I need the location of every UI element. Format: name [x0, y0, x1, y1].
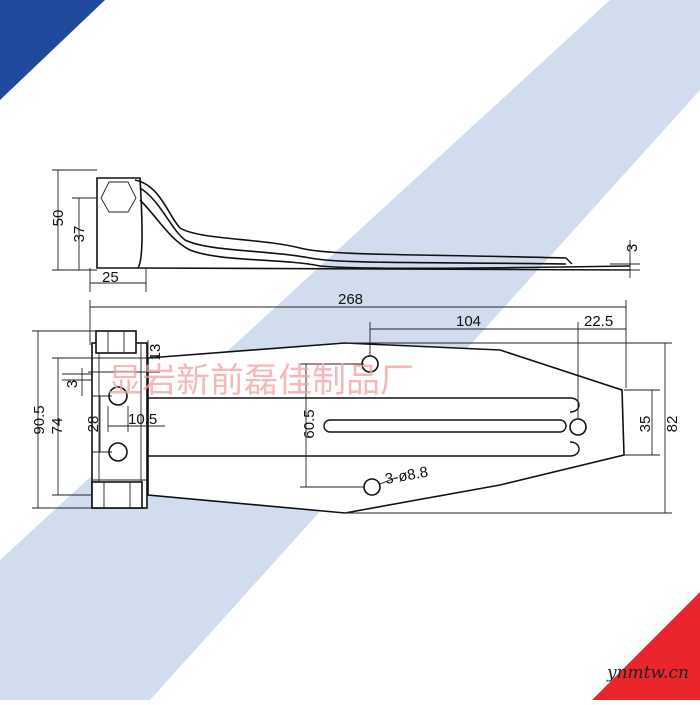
- overall-length: 268: [338, 291, 363, 308]
- side-width-hex: 25: [102, 269, 119, 286]
- corner-red: [592, 592, 700, 700]
- right-height-82: 82: [664, 416, 681, 433]
- slot-height: 60.5: [301, 409, 318, 438]
- left-offset-3: 3: [64, 380, 81, 388]
- hole-spacing: 104: [456, 313, 481, 330]
- pin-width: 10.5: [128, 411, 157, 428]
- height-body: 74: [49, 418, 66, 435]
- end-offset: 22.5: [584, 313, 613, 330]
- chinese-watermark: 显岩新前磊佳制品厂: [108, 361, 414, 401]
- site-watermark: ynmtw.cn: [606, 663, 689, 683]
- side-view: 50 37 25 3: [50, 169, 641, 292]
- height-outer: 90.5: [31, 405, 48, 434]
- side-height-total: 50: [50, 210, 67, 227]
- side-height-hex: 37: [71, 226, 88, 243]
- corner-blue: [0, 0, 105, 100]
- pin-spacing: 28: [85, 416, 102, 433]
- right-height-35: 35: [637, 416, 654, 433]
- left-offset-13: 13: [147, 344, 164, 361]
- plan-view: 268 104 22.5 13 3 10.5 28 60.5 3-: [31, 291, 681, 514]
- side-thickness: 3: [624, 244, 641, 252]
